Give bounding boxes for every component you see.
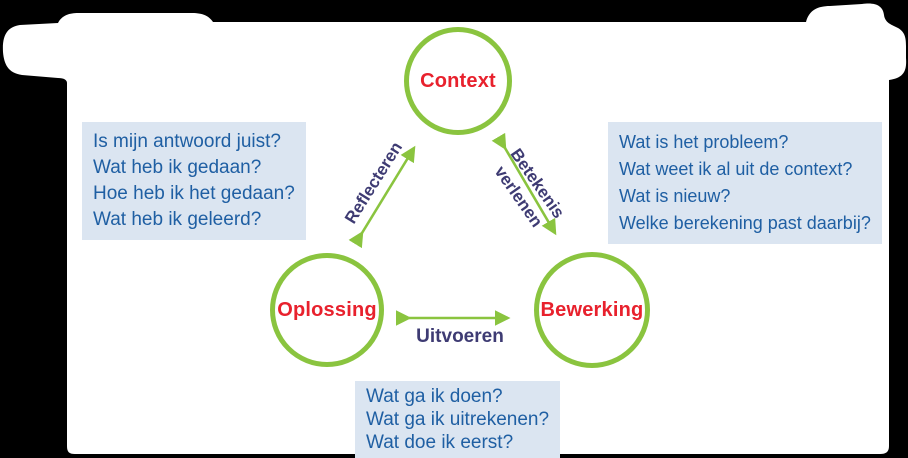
betekenis-double-arrow [491,132,557,236]
question-line: Wat weet ik al uit de context? [619,159,853,179]
question-line: Wat heb ik geleerd? [93,209,262,230]
node-bewerking: Bewerking [534,252,650,368]
node-oplossing: Oplossing [270,253,384,367]
question-line: Wat is het probleem? [619,132,789,152]
question-line: Wat ga ik doen? [366,386,503,407]
question-box-right: Wat is het probleem? Wat weet ik al uit … [608,122,882,244]
question-box-bottom: Wat ga ik doen? Wat ga ik uitrekenen? Wa… [355,381,561,458]
question-line: Wat is nieuw? [619,186,731,206]
question-line: Welke berekening past daarbij? [619,213,871,233]
reflecteren-double-arrow [348,145,416,249]
question-box-left: Is mijn antwoord juist? Wat heb ik gedaa… [82,122,306,240]
question-line: Wat heb ik gedaan? [93,157,262,178]
node-oplossing-label: Oplossing [277,298,377,321]
question-line: Is mijn antwoord juist? [93,131,281,152]
node-context: Context [404,27,512,135]
node-context-label: Context [420,69,496,92]
edge-label-uitvoeren: Uitvoeren [416,326,504,347]
question-line: Wat ga ik uitrekenen? [366,409,550,430]
node-bewerking-label: Bewerking [540,298,644,321]
question-line: Wat doe ik eerst? [366,432,514,453]
question-line: Hoe heb ik het gedaan? [93,183,295,204]
